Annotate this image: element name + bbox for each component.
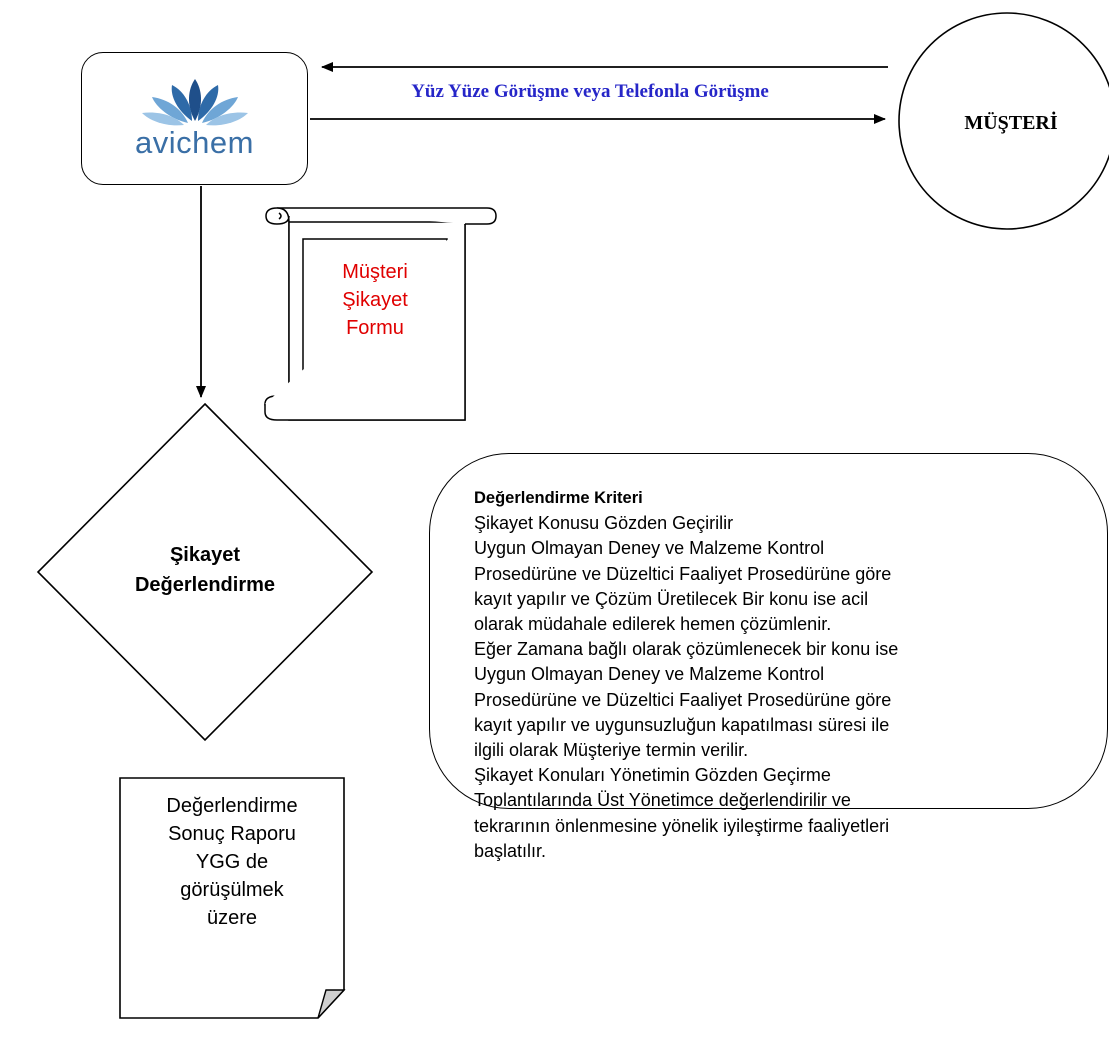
decision-diamond xyxy=(36,402,374,742)
decision-label: Şikayet Değerlendirme xyxy=(80,540,330,600)
form-line: Müşteri xyxy=(342,261,408,283)
criteria-line: olarak müdahale edilerek hemen çözümleni… xyxy=(474,614,832,635)
decision-line: Şikayet xyxy=(169,544,241,566)
report-line: görüşülmek xyxy=(180,879,284,901)
criteria-line: Uygun Olmayan Deney ve Malzeme Kontrol xyxy=(474,664,825,685)
criteria-line: Uygun Olmayan Deney ve Malzeme Kontrol xyxy=(474,538,825,559)
criteria-line: kayıt yapılır ve uygunsuzluğun kapatılma… xyxy=(474,714,890,735)
report-document xyxy=(119,777,346,1019)
communication-label: Yüz Yüze Görüşme veya Telefonla Görüşme xyxy=(411,81,769,102)
lotus-logo-icon xyxy=(142,79,248,126)
criteria-line: Prosedürüne ve Düzeltici Faaliyet Prosed… xyxy=(474,689,892,710)
criteria-line: Şikayet Konusu Gözden Geçirilir xyxy=(474,513,734,534)
criteria-line: Prosedürüne ve Düzeltici Faaliyet Prosed… xyxy=(474,563,892,584)
criteria-title: Değerlendirme Kriteri xyxy=(474,489,643,507)
form-line: Şikayet xyxy=(342,289,408,311)
criteria-line: kayıt yapılır ve Çözüm Üretilecek Bir ko… xyxy=(474,588,869,609)
company-logo-box: avichem xyxy=(81,52,308,185)
customer-circle xyxy=(898,12,1109,230)
complaint-form-scroll xyxy=(264,207,497,421)
report-line: Değerlendirme xyxy=(166,795,298,817)
report-line: Sonuç Raporu xyxy=(168,823,296,845)
report-line: üzere xyxy=(206,907,258,929)
report-label: Değerlendirme Sonuç Raporu YGG de görüşü… xyxy=(120,792,344,932)
criteria-line: Eğer Zamana bağlı olarak çözümlenecek bi… xyxy=(474,639,899,660)
criteria-line: ilgili olarak Müşteriye termin verilir. xyxy=(474,740,749,761)
customer-label: MÜŞTERİ xyxy=(964,112,1058,134)
company-logo-text: avichem xyxy=(135,125,254,160)
criteria-line: Şikayet Konuları Yönetimin Gözden Geçirm… xyxy=(474,765,831,786)
report-line: YGG de xyxy=(195,851,269,873)
complaint-form-label: Müşteri Şikayet Formu xyxy=(303,258,447,342)
evaluation-criteria-box: Değerlendirme Kriteri Şikayet Konusu Göz… xyxy=(429,453,1108,861)
criteria-line: Toplantılarında Üst Yönetimce değerlendi… xyxy=(474,790,851,811)
criteria-line: tekrarının önlenmesine yönelik iyileştir… xyxy=(474,815,890,836)
form-line: Formu xyxy=(346,317,404,339)
criteria-line: başlatılır. xyxy=(474,840,547,861)
decision-line: Değerlendirme xyxy=(134,574,276,596)
